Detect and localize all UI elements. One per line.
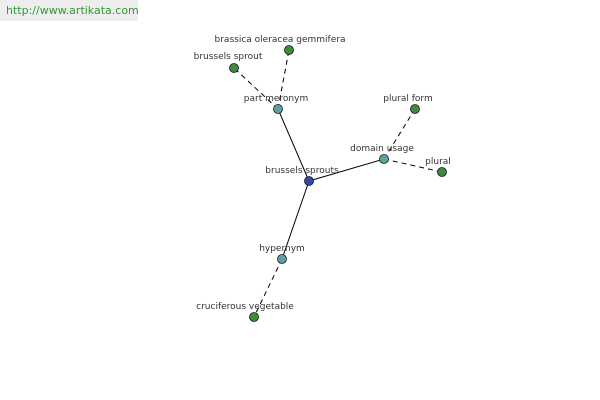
node-label-crucif: cruciferous vegetable [196, 302, 294, 312]
edge-center-part [277, 108, 310, 182]
node-center[interactable] [304, 176, 314, 186]
node-crucif[interactable] [249, 312, 259, 322]
edge-hyper-crucif [253, 258, 283, 318]
edge-center-domain [308, 158, 385, 182]
edge-domain-plural [383, 158, 443, 173]
node-brassica[interactable] [284, 45, 294, 55]
node-label-brassica: brassica oleracea gemmifera [215, 35, 346, 45]
watermark-url: http://www.artikata.com [0, 0, 139, 21]
graph-nodes: brussels sprouts part meronym domain usage… [194, 35, 451, 322]
node-domain[interactable] [379, 154, 389, 164]
node-label-hyper: hypernym [259, 244, 305, 254]
node-part[interactable] [273, 104, 283, 114]
node-label-part: part meronym [244, 94, 308, 104]
node-pluralform[interactable] [410, 104, 420, 114]
node-plural[interactable] [437, 167, 447, 177]
node-label-pluralform: plural form [383, 94, 432, 104]
node-hyper[interactable] [277, 254, 287, 264]
edge-center-hyper [281, 180, 310, 260]
node-label-bsprout: brussels sprout [194, 52, 263, 62]
node-label-domain: domain usage [350, 144, 414, 154]
node-bsprout[interactable] [229, 63, 239, 73]
edge-domain-pluralform [383, 108, 416, 160]
edge-part-bsprout [233, 67, 279, 110]
graph-edges [233, 49, 443, 318]
node-label-center: brussels sprouts [265, 166, 339, 176]
node-label-plural: plural [425, 157, 451, 167]
edge-part-brassica [277, 49, 290, 110]
